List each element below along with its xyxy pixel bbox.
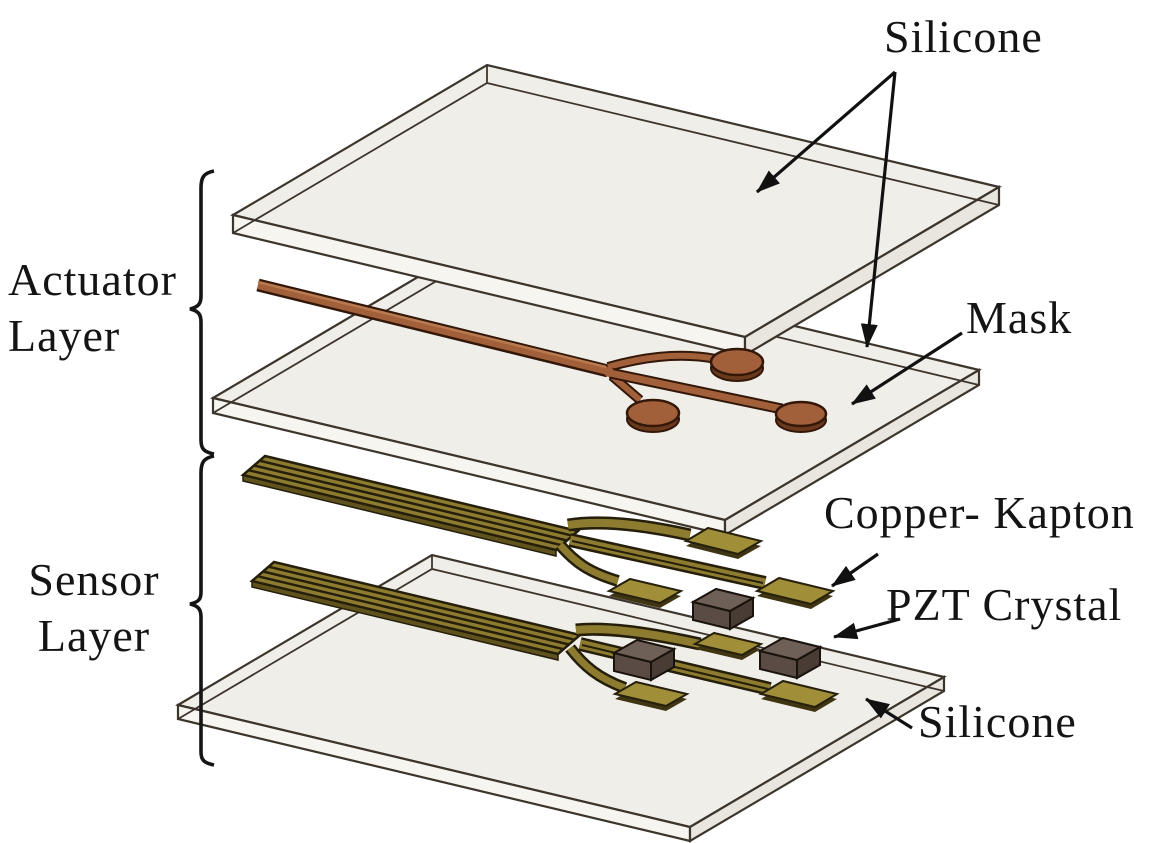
mask-electrode-pad-2: [625, 398, 681, 433]
kapton-pad-lower-lower: [612, 680, 690, 711]
arrow-silicone-to-mask-sheet: [860, 71, 897, 348]
label-sensor-layer: Sensor Layer: [10, 552, 178, 664]
label-copper-kapton: Copper- Kapton: [824, 487, 1135, 538]
kapton-pad-lower-end: [758, 679, 840, 712]
label-mask: Mask: [966, 292, 1073, 343]
copper-kapton-circuit-upper: [240, 454, 836, 609]
label-sensor-layer-line1: Sensor: [28, 554, 160, 605]
kapton-pad-upper-lower: [606, 577, 684, 608]
pzt-crystal-1: [690, 587, 756, 631]
actuator-layer-brace: [189, 169, 215, 456]
arrow-silicone-to-bottom-sheet: [865, 697, 913, 730]
label-actuator-layer-line1: Actuator: [8, 254, 177, 305]
mask-copper-trace: [256, 278, 828, 433]
kapton-pad-lower-branch: [692, 631, 764, 660]
sensor-layer-brace: [189, 454, 215, 767]
label-sensor-layer-line2: Layer: [37, 610, 151, 661]
mask-electrode-pad-1: [709, 347, 765, 382]
kapton-pad-upper-branch: [683, 526, 764, 559]
pzt-crystal-3: [757, 636, 823, 680]
label-actuator-layer: Actuator Layer: [8, 252, 177, 364]
arrow-pzt-to-crystal: [833, 617, 901, 640]
arrow-silicone-to-top-sheet: [755, 70, 897, 194]
arrow-copper-kapton-to-pad: [831, 552, 879, 588]
arrow-mask-to-trace: [851, 331, 963, 406]
label-actuator-layer-line2: Layer: [8, 310, 121, 361]
pzt-crystal-2: [611, 638, 677, 682]
label-silicone-top: Silicone: [884, 11, 1043, 62]
label-pzt-crystal: PZT Crystal: [886, 579, 1123, 630]
callout-arrows: [755, 70, 963, 730]
mask-electrode-pad-3: [774, 400, 828, 433]
kapton-pad-upper-end: [754, 576, 836, 609]
label-silicone-bottom: Silicone: [918, 696, 1077, 747]
